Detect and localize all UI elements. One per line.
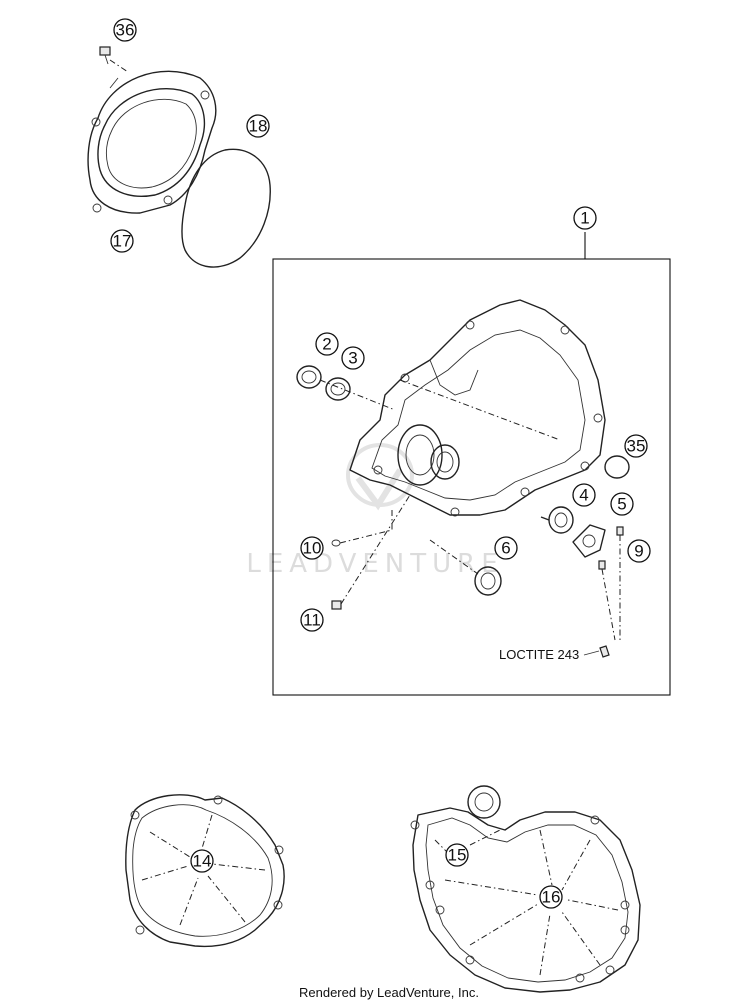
loctite-note: LOCTITE 243 [499, 647, 600, 662]
clutch-cover-body [349, 299, 606, 517]
svg-text:6: 6 [501, 539, 510, 558]
drain-plug-11 [331, 494, 411, 610]
svg-text:16: 16 [542, 888, 561, 907]
callout-18: 18 [246, 114, 270, 138]
o-ring [604, 455, 630, 479]
svg-text:9: 9 [634, 542, 643, 561]
svg-text:3: 3 [348, 349, 357, 368]
callout-6: 6 [494, 536, 518, 560]
plate-screws [598, 526, 624, 658]
watermark: LEADVENTURE [246, 443, 503, 579]
outer-clutch-cover [87, 70, 217, 214]
svg-text:LEADVENTURE: LEADVENTURE [246, 549, 503, 579]
callout-9: 9 [627, 539, 651, 563]
bearing [540, 506, 574, 534]
shaft-seal-3 [325, 377, 351, 401]
callout-11: 11 [300, 608, 324, 632]
svg-text:1: 1 [580, 209, 589, 228]
assembly-frame [272, 232, 671, 696]
svg-text:36: 36 [116, 21, 135, 40]
loctite-label: LOCTITE 243 [499, 647, 579, 662]
callout-15: 15 [445, 843, 469, 867]
callout-3: 3 [341, 346, 365, 370]
svg-text:17: 17 [113, 232, 132, 251]
shaft-seal-2 [296, 365, 322, 389]
footer-credit: Rendered by LeadVenture, Inc. [299, 985, 479, 1000]
svg-text:10: 10 [303, 539, 322, 558]
svg-text:2: 2 [322, 335, 331, 354]
outer-cover-gasket [181, 148, 271, 268]
callout-4: 4 [572, 483, 596, 507]
svg-text:11: 11 [303, 611, 321, 630]
cover-screw [99, 46, 129, 73]
svg-text:15: 15 [448, 846, 467, 865]
crankcase-gasket [410, 785, 641, 993]
callout-16: 16 [539, 885, 563, 909]
svg-text:35: 35 [627, 437, 646, 456]
svg-text:18: 18 [249, 117, 268, 136]
callout-14: 14 [190, 849, 214, 873]
bearing-cover-plate [572, 524, 606, 558]
callout-35: 35 [624, 434, 648, 458]
callout-1: 1 [573, 206, 597, 230]
svg-text:14: 14 [193, 852, 212, 871]
callout-10: 10 [300, 536, 324, 560]
callout-17: 17 [110, 229, 134, 253]
svg-text:5: 5 [617, 495, 626, 514]
svg-text:4: 4 [579, 486, 588, 505]
callout-36: 36 [113, 18, 137, 42]
callout-2: 2 [315, 332, 339, 356]
drain-plug-10 [331, 529, 393, 547]
callout-5: 5 [610, 492, 634, 516]
shaft-seal-6 [429, 539, 502, 596]
clutch-cover-gasket [125, 794, 285, 948]
